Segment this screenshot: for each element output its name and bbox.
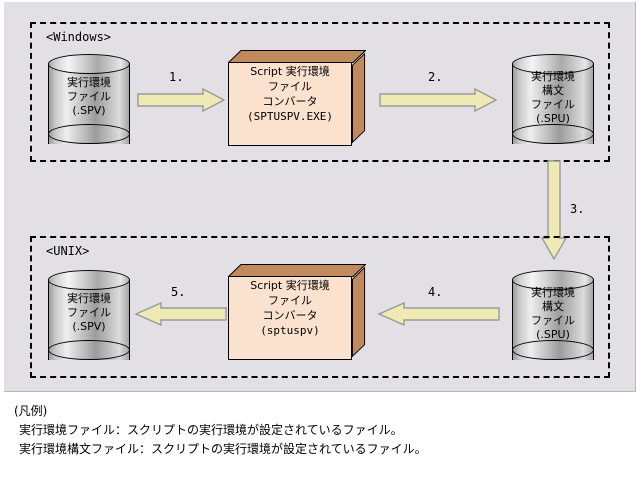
node-label-line: コンバータ <box>262 95 318 108</box>
platform-group-windows: <Windows> <box>30 22 610 162</box>
node-label: Script 実行環境 ファイル コンバータ (sptuspv) <box>228 278 352 338</box>
cylinder-top-ellipse <box>48 270 130 290</box>
node-label-line: (SPTUSPV.EXE) <box>246 110 334 123</box>
node-label-line: ファイル <box>67 90 111 103</box>
cylinder-top-ellipse <box>512 270 594 290</box>
arrow-2 <box>379 88 497 112</box>
cylinder-bottom-ellipse <box>48 340 130 360</box>
node-unix-converter: Script 実行環境 ファイル コンバータ (sptuspv) <box>228 264 366 360</box>
legend-title: (凡例) <box>14 404 48 418</box>
node-label-line: (sptuspv) <box>260 324 320 337</box>
node-label-line: ファイル <box>531 98 575 111</box>
node-label-line: ファイル <box>67 306 111 319</box>
node-label-line: (.SPV) <box>72 320 106 333</box>
node-label-line: コンバータ <box>262 309 318 322</box>
node-label-line: 実行環境 <box>67 292 111 305</box>
node-label: 実行環境 構文 ファイル (.SPU) <box>512 70 594 126</box>
node-label-line: Script 実行環境 <box>250 279 330 292</box>
node-label-line: 構文 <box>542 300 564 313</box>
platform-label-windows: <Windows> <box>46 30 112 44</box>
box-front-face <box>228 62 352 146</box>
node-label-line: ファイル <box>268 80 312 93</box>
node-label: Script 実行環境 ファイル コンバータ (SPTUSPV.EXE) <box>228 64 352 124</box>
node-label: 実行環境 ファイル (.SPV) <box>48 76 130 118</box>
node-label-line: (.SPU) <box>536 112 570 125</box>
box-side-face <box>352 266 366 358</box>
node-label-line: (.SPV) <box>72 104 106 117</box>
node-label-line: ファイル <box>531 314 575 327</box>
node-label: 実行環境 ファイル (.SPV) <box>48 292 130 334</box>
legend-line-spu: 実行環境構文ファイル：スクリプトの実行環境が設定されているファイル。 <box>19 442 427 456</box>
node-label-line: Script 実行環境 <box>250 65 330 78</box>
node-label: 実行環境 構文 ファイル (.SPU) <box>512 286 594 342</box>
diagram-panel: <Windows> 実行環境 ファイル (.SPV) 1. Script 実行環… <box>4 2 636 392</box>
legend: (凡例) 実行環境ファイル：スクリプトの実行環境が設定されているファイル。 実行… <box>14 402 427 459</box>
arrow-1-label: 1. <box>169 70 184 84</box>
node-windows-spv-file: 実行環境 ファイル (.SPV) <box>48 54 130 154</box>
platform-group-unix: <UNIX> <box>30 236 610 378</box>
node-label-line: ファイル <box>268 294 312 307</box>
cylinder-top-ellipse <box>48 54 130 74</box>
cylinder-top-ellipse <box>512 54 594 74</box>
arrow-2-label: 2. <box>428 70 443 84</box>
node-label-line: 実行環境 <box>531 286 575 299</box>
arrow-4 <box>378 302 500 326</box>
box-side-face <box>352 52 366 144</box>
arrow-3 <box>541 160 567 260</box>
arrow-5 <box>135 302 227 326</box>
node-unix-spu-file: 実行環境 構文 ファイル (.SPU) <box>512 270 594 370</box>
cylinder-bottom-ellipse <box>512 124 594 144</box>
node-label-line: 実行環境 <box>67 76 111 89</box>
cylinder-bottom-ellipse <box>512 340 594 360</box>
node-windows-converter: Script 実行環境 ファイル コンバータ (SPTUSPV.EXE) <box>228 50 366 146</box>
node-windows-spu-file: 実行環境 構文 ファイル (.SPU) <box>512 54 594 154</box>
arrow-4-label: 4. <box>428 285 443 299</box>
arrow-3-label: 3. <box>570 202 585 216</box>
platform-label-unix: <UNIX> <box>46 244 90 258</box>
arrow-5-label: 5. <box>171 285 186 299</box>
node-label-line: 実行環境 <box>531 70 575 83</box>
legend-line-spv: 実行環境ファイル：スクリプトの実行環境が設定されているファイル。 <box>19 423 403 437</box>
node-label-line: (.SPU) <box>536 328 570 341</box>
node-label-line: 構文 <box>542 84 564 97</box>
cylinder-bottom-ellipse <box>48 124 130 144</box>
node-unix-spv-file: 実行環境 ファイル (.SPV) <box>48 270 130 370</box>
box-front-face <box>228 276 352 360</box>
arrow-1 <box>137 88 225 112</box>
